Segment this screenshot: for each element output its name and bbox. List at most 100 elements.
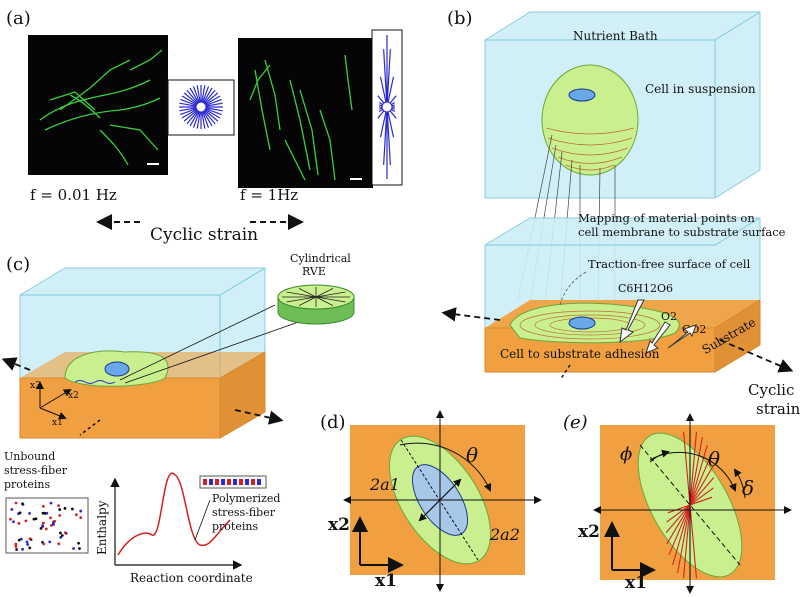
strain-arrow-c-right xyxy=(234,409,284,425)
polar-ray xyxy=(180,98,197,106)
axis-x1-d: x1 xyxy=(375,571,397,591)
protein-dot xyxy=(39,527,43,530)
polar-ray xyxy=(205,95,221,106)
protein-dot xyxy=(25,540,29,544)
panel-b-label: (b) xyxy=(447,8,473,29)
polar-ray xyxy=(189,87,200,103)
strain-arrow-b-right xyxy=(719,339,794,373)
polar-ray xyxy=(202,86,210,103)
protein-dot xyxy=(41,524,44,528)
polymer-unit xyxy=(203,479,207,485)
polar-ray xyxy=(383,106,388,165)
protein-dot xyxy=(17,538,21,542)
theta-label-e: θ xyxy=(708,447,720,471)
polar-ray xyxy=(202,111,210,128)
protein-dot xyxy=(44,527,48,531)
polar-ray xyxy=(180,108,197,116)
protein-dot xyxy=(43,511,47,515)
delta-label: δ xyxy=(742,476,754,500)
panel-d-label: (d) xyxy=(320,412,346,433)
nucleus-suspended xyxy=(568,88,596,102)
polar-ray xyxy=(189,111,200,127)
axis-x1-e: x1 xyxy=(625,573,647,593)
substrate-side-c xyxy=(219,351,266,439)
polymer-label-1: Polymerized xyxy=(212,492,280,505)
freq-label-high: f = 1Hz xyxy=(240,186,298,204)
protein-dot xyxy=(52,523,55,526)
polar-ray xyxy=(201,85,206,103)
polar-ray xyxy=(183,92,198,105)
polar-ray xyxy=(205,98,222,106)
minor-axis-label: 2a2 xyxy=(489,525,520,544)
axis-x1-c: x1 xyxy=(52,418,63,428)
protein-dot xyxy=(58,514,62,517)
mapping-label-1: Mapping of material points on xyxy=(578,211,755,225)
protein-dot xyxy=(60,534,64,537)
cell-latitude-lines xyxy=(545,127,635,171)
substrate-side-b xyxy=(714,299,761,373)
polar-center-left xyxy=(195,101,207,113)
suspended-cell xyxy=(541,64,639,176)
protein-dot xyxy=(24,519,28,523)
protein-dot xyxy=(48,540,52,544)
polymer-label-3: proteins xyxy=(212,520,258,533)
mapping-label-2: cell membrane to substrate surface xyxy=(578,225,786,239)
axis-x2-e: x2 xyxy=(578,522,600,542)
polar-ray xyxy=(205,102,223,107)
phi-label: ϕ xyxy=(620,444,632,465)
enthalpy-curve xyxy=(117,472,231,556)
unbound-proteins-box xyxy=(5,497,89,554)
panel-c-label: (c) xyxy=(6,254,30,275)
panel-e-label: (e) xyxy=(563,412,588,433)
protein-dot xyxy=(77,541,80,545)
protein-dot xyxy=(21,547,25,551)
polar-ray xyxy=(204,92,219,105)
polymer-unit xyxy=(221,479,225,485)
protein-dot xyxy=(19,537,23,541)
axis-x2-d: x2 xyxy=(328,515,350,535)
protein-dot xyxy=(49,501,53,505)
polar-ray xyxy=(196,85,201,103)
panel-a-label: (a) xyxy=(6,8,31,29)
substrate-front-c xyxy=(19,377,221,439)
cylindrical-rve xyxy=(277,284,355,325)
rve-fiber xyxy=(286,291,317,298)
protein-dot xyxy=(57,542,61,546)
protein-dot xyxy=(58,531,62,535)
unbound-label-1: Unbound xyxy=(4,450,55,463)
polar-ray xyxy=(186,110,199,125)
oxygen-label: O2 xyxy=(661,310,677,323)
scale-bar-left xyxy=(147,163,159,165)
nutrient-arrows xyxy=(619,299,697,354)
polymer-unit xyxy=(245,479,249,485)
panel-d: (d) θ 2a1 2a2 x2 x1 xyxy=(320,410,542,592)
polar-ray xyxy=(203,110,216,125)
protein-dot xyxy=(58,508,62,511)
polymer-unit xyxy=(239,479,243,485)
nucleus-adhered xyxy=(568,316,596,330)
protein-dot xyxy=(41,504,45,508)
rve-fiber xyxy=(286,296,317,303)
protein-dot xyxy=(70,507,74,511)
reaction-coordinate-label: Reaction coordinate xyxy=(130,571,253,585)
cyclic-strain-label: Cyclic strain xyxy=(150,225,258,245)
traction-free-label: Traction-free surface of cell xyxy=(588,257,751,271)
polar-ray xyxy=(205,107,223,112)
polar-ray xyxy=(183,109,198,122)
unbound-label-3: proteins xyxy=(4,478,50,491)
panel-a: (a) xyxy=(6,8,403,245)
polar-ray xyxy=(179,102,197,107)
nutrient-bath-label: Nutrient Bath xyxy=(573,29,658,43)
protein-dot xyxy=(79,516,83,519)
protein-dot xyxy=(28,537,32,541)
polar-ray xyxy=(192,86,200,103)
axes-c xyxy=(36,381,72,420)
axis-x2-c: x2 xyxy=(68,391,79,401)
polar-ray xyxy=(186,89,199,104)
rve-fiber xyxy=(298,287,317,298)
protein-dot xyxy=(34,517,38,521)
enthalpy-label: Enthalpy xyxy=(95,500,109,555)
micrograph-low-freq xyxy=(28,35,168,175)
polymer-unit xyxy=(215,479,219,485)
